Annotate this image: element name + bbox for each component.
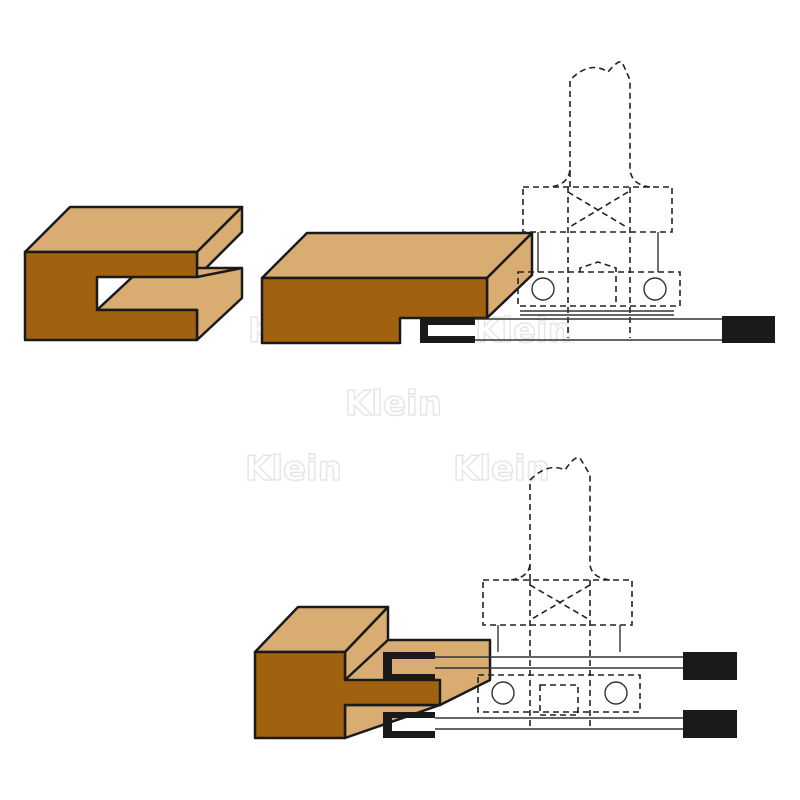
cutter-tip	[722, 316, 775, 343]
tenon-workpiece	[253, 605, 492, 740]
bearing-icon	[531, 277, 555, 301]
cutter-tip	[683, 652, 737, 680]
cutter-profile	[383, 712, 435, 738]
watermarks: Klein Klein Klein Klein Klein	[244, 310, 572, 490]
watermark: Klein	[453, 449, 550, 489]
cutter-profile	[383, 652, 435, 680]
router-bit-top	[420, 60, 775, 343]
bearing-icon	[643, 277, 667, 301]
rebated-workpiece	[260, 231, 534, 345]
slotted-workpiece	[23, 205, 244, 342]
watermark: Klein	[245, 449, 342, 489]
router-bit-bottom	[383, 456, 737, 738]
cutter-profile	[420, 318, 475, 343]
watermark: Klein	[345, 384, 442, 424]
bearing-icon	[491, 681, 515, 705]
watermark: Klein	[475, 311, 572, 351]
cutter-tip	[683, 710, 737, 738]
bearing-icon	[604, 681, 628, 705]
shank-outline	[569, 60, 651, 188]
